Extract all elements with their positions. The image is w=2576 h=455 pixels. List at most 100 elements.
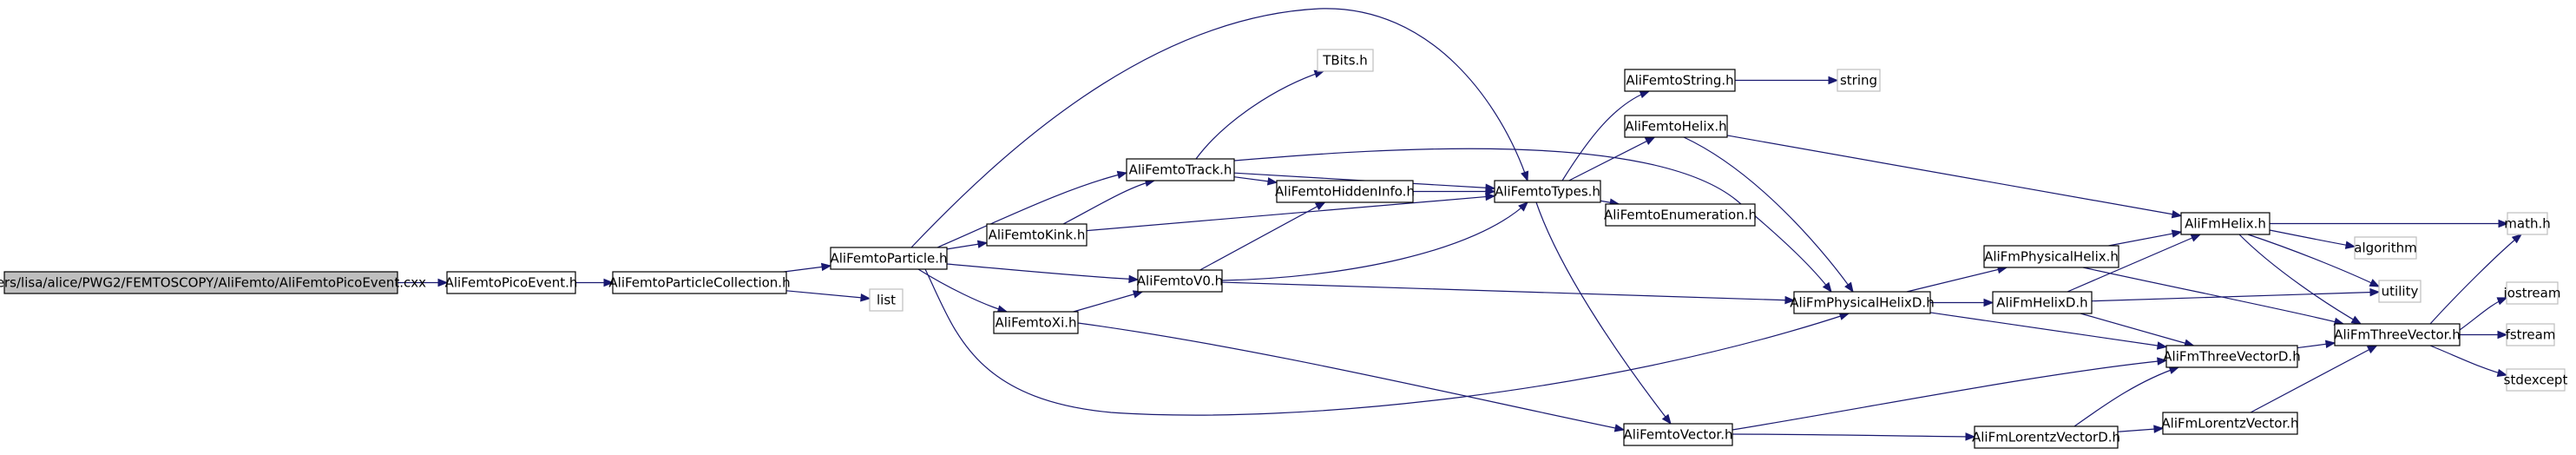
arrowhead-icon xyxy=(2157,357,2168,366)
node-box xyxy=(446,271,576,294)
arrowhead-icon xyxy=(1266,177,1278,186)
edge-vector-to-threevecd xyxy=(1732,357,2168,431)
node-box xyxy=(2180,212,2270,235)
edge-lorentzd-to-lorentz xyxy=(2117,425,2165,433)
edge-physhelix-to-threevec xyxy=(2082,267,2345,326)
arrowhead-icon xyxy=(1314,201,1326,211)
node-box xyxy=(2506,368,2566,392)
node-label: AliFemtoPicoEvent.h xyxy=(445,275,578,291)
node-box xyxy=(1793,291,1931,314)
node-threevecd[interactable]: AliFmThreeVectorD.h xyxy=(2163,345,2301,368)
edge-picoevent-to-partcoll xyxy=(575,278,614,287)
arrowhead-icon xyxy=(1521,170,1529,182)
edge-types-to-vector xyxy=(1535,201,1672,425)
node-physhelixd[interactable]: AliFmPhysicalHelixD.h xyxy=(1790,291,1935,314)
arrowhead-icon xyxy=(1844,281,1854,293)
arrowhead-icon xyxy=(1485,192,1496,201)
node-threevec[interactable]: AliFmThreeVector.h xyxy=(2334,323,2461,346)
edge-line xyxy=(936,172,1127,248)
edge-track-to-tbits xyxy=(1195,69,1325,160)
node-label: AliFmPhysicalHelixD.h xyxy=(1790,295,1934,311)
node-box xyxy=(1983,245,2119,268)
node-hidden[interactable]: AliFemtoHiddenInfo.h xyxy=(1275,180,1415,203)
node-box xyxy=(2506,281,2559,305)
node-list: list xyxy=(869,288,904,312)
node-lorentzd[interactable]: AliFmLorentzVectorD.h xyxy=(1972,425,2120,449)
node-box xyxy=(1837,69,1881,92)
edge-line xyxy=(1683,136,1854,293)
node-vector[interactable]: AliFemtoVector.h xyxy=(1623,423,1733,446)
edge-hidden-to-types xyxy=(1413,187,1496,196)
node-root: /Users/lisa/alice/PWG2/FEMTOSCOPY/AliFem… xyxy=(0,271,426,294)
edge-kink-to-types xyxy=(1086,192,1496,232)
node-box xyxy=(1624,115,1728,138)
edge-helix-to-physhelixd xyxy=(1683,136,1854,293)
node-box xyxy=(1624,69,1736,92)
node-lorentz[interactable]: AliFmLorentzVector.h xyxy=(2161,412,2299,435)
node-label: math.h xyxy=(2504,216,2550,232)
arrowhead-icon xyxy=(1485,187,1496,196)
node-track[interactable]: AliFemtoTrack.h xyxy=(1126,158,1235,181)
node-label: /Users/lisa/alice/PWG2/FEMTOSCOPY/AliFem… xyxy=(0,275,426,291)
edge-xi-to-v0 xyxy=(1073,290,1144,313)
edge-line xyxy=(924,268,1850,416)
edge-helixd-to-fmhelix xyxy=(2067,234,2202,293)
edge-fmhelix-to-algorithm xyxy=(2269,229,2356,249)
node-label: AliFemtoV0.h xyxy=(1137,274,1223,289)
node-particle[interactable]: AliFemtoParticle.h xyxy=(830,247,948,270)
arrowhead-icon xyxy=(2344,241,2356,249)
edge-threevecd-to-threevec xyxy=(2297,340,2336,349)
edge-line xyxy=(1732,359,2167,431)
edge-line xyxy=(1086,195,1495,232)
arrowhead-icon xyxy=(1661,413,1672,425)
edge-line xyxy=(1199,201,1325,271)
node-fmhelix[interactable]: AliFmHelix.h xyxy=(2180,212,2270,235)
node-physhelix[interactable]: AliFmPhysicalHelix.h xyxy=(1983,245,2119,268)
edge-line xyxy=(1732,433,1975,438)
arrowhead-icon xyxy=(1644,136,1656,145)
arrowhead-icon xyxy=(1518,201,1528,212)
node-box xyxy=(1605,203,1756,227)
node-box xyxy=(986,223,1088,247)
node-box xyxy=(1494,180,1601,203)
node-box xyxy=(1974,425,2119,449)
node-string_h[interactable]: AliFemtoString.h xyxy=(1624,69,1736,92)
edge-particle-to-xi xyxy=(917,268,1009,313)
node-label: AliFmThreeVector.h xyxy=(2334,327,2461,343)
edge-root-to-picoevent xyxy=(398,278,449,287)
node-label: AliFemtoString.h xyxy=(1626,73,1733,89)
node-label: algorithm xyxy=(2354,241,2416,256)
node-utility: utility xyxy=(2378,280,2422,303)
edge-line xyxy=(946,263,1139,280)
arrowhead-icon xyxy=(1639,90,1651,99)
edges-layer xyxy=(398,8,2523,441)
edge-helix-to-fmhelix xyxy=(1726,135,2183,219)
node-xi[interactable]: AliFemtoXi.h xyxy=(993,311,1079,334)
edge-line xyxy=(2238,234,2362,325)
nodes-layer: /Users/lisa/alice/PWG2/FEMTOSCOPY/AliFem… xyxy=(0,49,2567,449)
node-enumeration[interactable]: AliFemtoEnumeration.h xyxy=(1604,203,1757,227)
edge-line xyxy=(2108,231,2182,247)
node-box xyxy=(2354,236,2417,260)
edge-threevec-to-math xyxy=(2429,234,2523,325)
node-picoevent[interactable]: AliFemtoPicoEvent.h xyxy=(445,271,578,294)
node-label: AliFmHelix.h xyxy=(2185,216,2266,232)
node-kink[interactable]: AliFemtoKink.h xyxy=(986,223,1088,247)
node-box xyxy=(993,311,1079,334)
edge-track-to-physhelixd xyxy=(1233,148,1832,293)
node-string: string xyxy=(1837,69,1881,92)
edge-xi-to-vector xyxy=(1077,322,1626,432)
node-label: AliFemtoParticleCollection.h xyxy=(608,275,790,291)
edge-line xyxy=(785,290,871,300)
edge-line xyxy=(1073,291,1143,313)
node-partcoll[interactable]: AliFemtoParticleCollection.h xyxy=(608,271,791,294)
arrowhead-icon xyxy=(976,240,989,248)
node-helixd[interactable]: AliFmHelixD.h xyxy=(1992,291,2093,314)
node-v0[interactable]: AliFemtoV0.h xyxy=(1137,269,1223,293)
edge-partcoll-to-particle xyxy=(784,262,832,273)
node-types[interactable]: AliFemtoTypes.h xyxy=(1494,180,1601,203)
edge-helixd-to-utility xyxy=(2091,287,2381,302)
node-label: AliFemtoEnumeration.h xyxy=(1604,208,1757,223)
edge-threevec-to-stdexcept xyxy=(2429,345,2508,378)
node-helix[interactable]: AliFemtoHelix.h xyxy=(1624,115,1728,138)
